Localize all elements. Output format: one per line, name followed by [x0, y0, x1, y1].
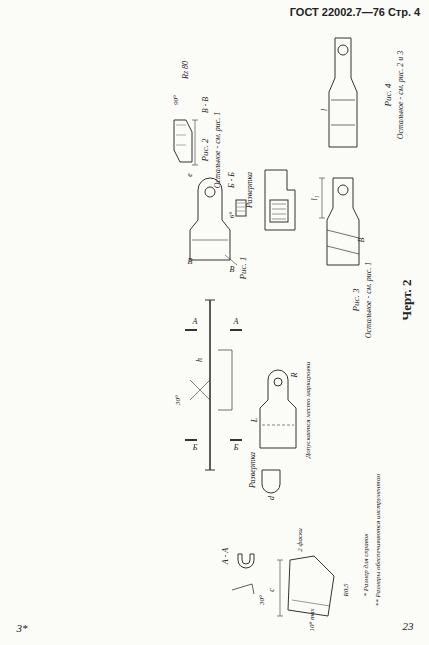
- angle-dimension: 30°: [259, 595, 266, 605]
- section-mark: Б: [234, 444, 239, 452]
- dimension-letter: L: [251, 418, 259, 422]
- section-mark: В: [188, 258, 193, 266]
- radius-dimension: R0,5: [343, 583, 350, 596]
- dimension-letter: B: [358, 238, 366, 243]
- roughness-mark: Rz 80: [182, 61, 190, 79]
- figure-note: Остальное - см. рис. 2 и 3: [397, 51, 405, 140]
- dimension-letter: e: [186, 173, 194, 177]
- footnote: ** Размеры обеспечиваются инструментом: [375, 474, 382, 607]
- section-title: В - В: [202, 97, 210, 113]
- figure-title: Рис. 2: [201, 139, 210, 162]
- view-title: Развертка: [249, 452, 257, 488]
- figure-title: Рис. 3: [352, 289, 361, 312]
- footnote: * Размер для справок: [363, 533, 370, 596]
- figure-note: Остальное - см. рис. 1: [214, 112, 222, 189]
- angle-dimension: 6°: [229, 212, 236, 218]
- section-mark: В: [230, 266, 235, 274]
- dimension-letter: l₁: [311, 195, 319, 200]
- page-mark: 3*: [17, 623, 28, 634]
- view-title: Развертка: [246, 172, 254, 208]
- dimension-letter: c: [268, 588, 276, 592]
- dimension-letter: R: [291, 373, 299, 378]
- figure-note: Остальное - см. рис. 1: [365, 262, 373, 339]
- section-title: А - А: [222, 548, 230, 564]
- section-mark: A: [234, 318, 239, 326]
- dimension-note: 2 фаски: [297, 528, 304, 552]
- figure-caption: Черт. 2: [400, 280, 413, 321]
- section-mark: Б: [193, 444, 198, 452]
- angle-dimension: 90°: [173, 95, 180, 105]
- figure-note: Допускается место маркировки: [305, 362, 312, 458]
- page-number: 23: [403, 621, 414, 632]
- page-header: ГОСТ 22002.7—76 Стр. 4: [290, 7, 420, 18]
- angle-dimension: 10° max: [309, 608, 316, 631]
- dimension-letter: h: [196, 358, 204, 362]
- section-mark: A: [193, 318, 198, 326]
- figure-title: Рис. 1: [239, 257, 248, 280]
- dimension-letter: d: [268, 496, 276, 500]
- section-title: Б - Б: [228, 172, 236, 188]
- dimension-letter: l: [321, 109, 329, 111]
- figure-title: Рис. 4: [384, 84, 393, 107]
- angle-dimension: 30°: [175, 395, 182, 405]
